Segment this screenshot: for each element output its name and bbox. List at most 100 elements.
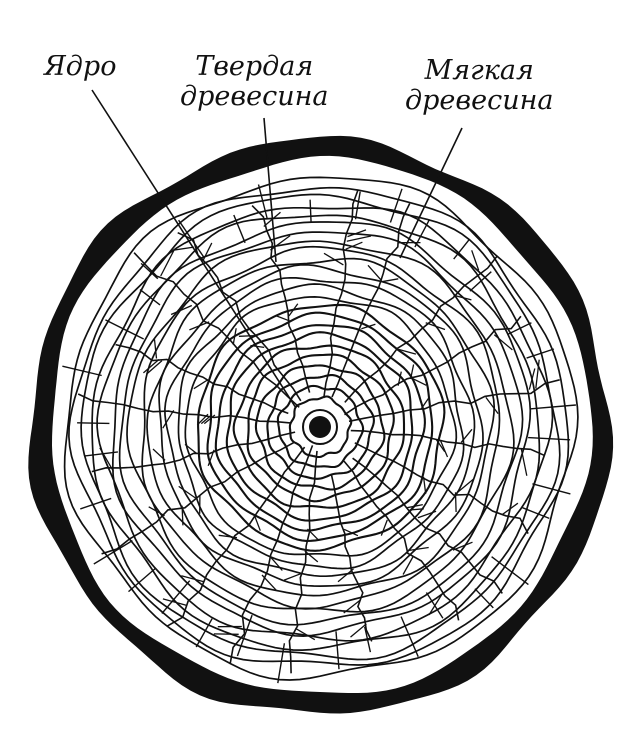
growth-ring — [141, 245, 501, 610]
growth-ring — [111, 221, 532, 637]
ray-fragment — [532, 483, 571, 495]
growth-ring — [80, 193, 561, 661]
ray-branch — [99, 447, 115, 472]
medullary-ray — [91, 431, 296, 473]
ray-fragment — [474, 588, 494, 609]
ray-branch — [283, 572, 303, 581]
growth-ring — [266, 374, 375, 480]
growth-ring — [164, 276, 476, 578]
ray-branch — [323, 252, 344, 266]
ray-branch — [153, 339, 158, 359]
ray-branch — [493, 334, 513, 351]
ray-branch — [380, 519, 388, 536]
soft-wood-label-line-1: Мягкая — [424, 55, 534, 86]
ray-branch — [170, 304, 193, 316]
pith-ring — [302, 409, 338, 445]
ray-fragment — [140, 262, 159, 280]
ray-fragment — [526, 348, 555, 359]
ray-branch — [422, 476, 427, 494]
medullary-ray — [330, 473, 373, 642]
ray-branch — [425, 322, 446, 331]
growth-rings — [63, 176, 579, 681]
ray-branch — [238, 334, 256, 337]
ray-branch — [343, 528, 359, 537]
medullary-ray — [344, 315, 522, 416]
ray-fragment — [453, 238, 471, 260]
ray-fragment — [277, 643, 286, 684]
ray-fragment — [195, 618, 213, 648]
ray-branch — [160, 249, 175, 277]
ray-fragment — [128, 567, 156, 593]
ray-branch — [428, 594, 443, 616]
growth-ring — [146, 257, 496, 597]
pith-dot — [309, 416, 331, 438]
growth-ring — [91, 206, 554, 651]
ray-branch — [407, 503, 423, 509]
ray-branch — [343, 599, 362, 614]
growth-ring — [232, 344, 406, 509]
ray-branch — [367, 264, 383, 282]
medullary-ray — [101, 441, 295, 555]
ray-branch — [207, 449, 215, 467]
growth-ring — [225, 331, 414, 522]
ray-fragment — [139, 289, 161, 306]
ray-branch — [196, 413, 209, 426]
ray-fragment — [80, 497, 112, 510]
ray-branch — [528, 368, 536, 390]
ray-branch — [439, 439, 449, 458]
ray-fragment — [84, 451, 118, 457]
ray-fragment — [414, 219, 431, 248]
growth-ring — [63, 176, 579, 681]
ray-branch — [397, 371, 402, 386]
ray-branch — [203, 414, 216, 425]
soft-wood-leader-line — [399, 127, 463, 259]
growth-ring — [118, 231, 524, 626]
ray-branch — [454, 492, 457, 513]
growth-ring — [214, 324, 426, 532]
ray-branch — [471, 250, 480, 271]
ray-branch — [409, 546, 429, 552]
ray-fragment — [161, 580, 191, 614]
ray-branch — [218, 534, 238, 539]
ray-branch — [361, 323, 376, 330]
ray-branch — [148, 506, 165, 517]
ray-branch — [452, 541, 473, 551]
growth-ring — [254, 364, 386, 491]
ray-branch — [398, 348, 417, 355]
ray-branch — [456, 478, 474, 494]
ray-fragment — [354, 191, 361, 220]
medullary-ray — [323, 189, 359, 399]
ray-fragment — [77, 422, 110, 425]
ray-fragment — [364, 626, 372, 653]
ray-branch — [162, 598, 187, 606]
ray-branch — [409, 364, 415, 380]
ray-branch — [520, 448, 528, 476]
growth-ring — [184, 296, 458, 557]
ray-branch — [193, 379, 208, 390]
growth-ring — [158, 263, 484, 587]
ray-branch — [411, 377, 427, 386]
ray-branch — [261, 574, 277, 591]
ray-branch — [420, 397, 430, 410]
hard-wood-label-line-2: древесина — [180, 81, 329, 112]
pith — [302, 409, 338, 445]
growth-ring — [126, 240, 515, 613]
ray-fragment — [400, 616, 419, 657]
ray-branch — [162, 409, 175, 429]
medullary-ray — [77, 393, 291, 424]
medullary-ray — [167, 446, 306, 627]
ray-fragment — [522, 507, 550, 520]
ray-branch — [347, 229, 367, 238]
ray-fragment — [491, 556, 529, 586]
core-leader-line — [91, 89, 297, 409]
medullary-ray — [229, 445, 314, 665]
ray-branch — [435, 439, 446, 452]
medullary-ray — [133, 252, 300, 408]
ray-branch — [295, 627, 316, 641]
hard-wood-label: Твердая древесина — [180, 52, 328, 112]
medullary-ray — [352, 457, 503, 594]
ray-branch — [184, 443, 198, 455]
ray-branch — [453, 294, 472, 301]
ray-branch — [501, 502, 519, 516]
ray-fragment — [425, 592, 444, 619]
